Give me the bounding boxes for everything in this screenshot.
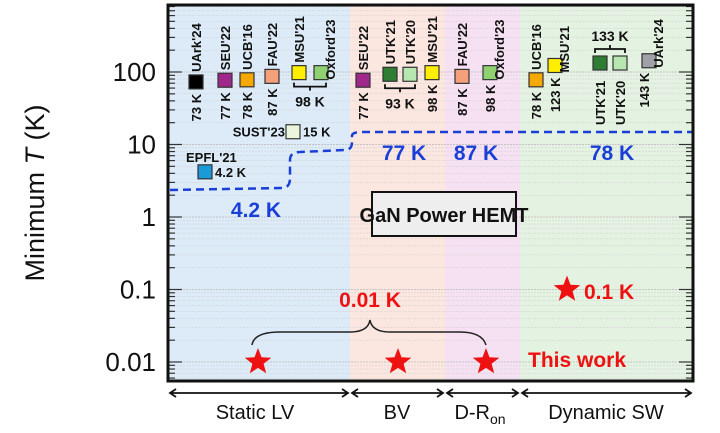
data-point [382, 66, 398, 82]
category-range-arrow [350, 388, 445, 398]
data-point [239, 72, 255, 88]
this-work-label: This work [528, 349, 626, 372]
category-range-arrow [520, 388, 693, 398]
point-name-label: MSU'21 [557, 26, 572, 72]
data-point [641, 53, 657, 69]
data-point [482, 65, 498, 81]
category-label: BV [384, 402, 411, 424]
point-name-label: UArk'24 [651, 18, 666, 67]
point-name-label: FAU'22 [455, 23, 470, 67]
point-value-label: 78 K [529, 91, 544, 119]
this-work-star [553, 275, 581, 301]
data-point [285, 124, 301, 140]
group-bracket [293, 82, 327, 91]
87-k-label: 87 K [454, 142, 498, 165]
this-work-star [472, 348, 500, 374]
point-name-label: SEU'22 [356, 26, 371, 70]
this-work-star [244, 348, 272, 374]
title-box [371, 191, 517, 237]
category-label: Static LV [216, 402, 295, 424]
data-point [424, 65, 440, 81]
data-point [264, 68, 280, 84]
data-point [547, 57, 563, 74]
group-value-label: 98 K [295, 94, 325, 110]
group-bracket [594, 45, 626, 54]
point-name-label: UTK'20 [403, 20, 418, 64]
y-tick-label: 100 [113, 57, 156, 87]
this-work-0.1k-label: 0.1 K [584, 281, 634, 304]
point-name-label: UCB'16 [529, 24, 544, 70]
y-axis-title: Minimum T (K) [20, 104, 50, 281]
data-point [355, 72, 371, 88]
category-range-arrow [445, 388, 520, 398]
point-name-label: EPFL'21 [186, 150, 237, 165]
data-point [217, 72, 233, 88]
point-name-label: UTK'21 [593, 81, 608, 125]
point-value-label: 77 K [356, 92, 371, 120]
this-work-star [384, 348, 412, 374]
data-point [454, 68, 470, 84]
point-name-label: FAU'22 [265, 23, 280, 67]
y-tick-label: 10 [127, 130, 156, 160]
point-name-label: Oxford'23 [323, 19, 338, 79]
chart-title: GaN Power HEMT [360, 205, 529, 227]
plot-frame [166, 3, 695, 383]
point-name-label: SEU'22 [218, 26, 233, 70]
data-point [402, 66, 418, 82]
y-tick-label: 0.1 [120, 275, 156, 305]
point-name-label: Oxford'23 [492, 19, 507, 79]
data-point [313, 65, 329, 81]
point-name-label: UCB'16 [240, 24, 255, 70]
4.2-k-label: 4.2 K [231, 199, 281, 222]
point-value-label: 87 K [265, 88, 280, 116]
category-range-arrow [168, 388, 350, 398]
point-name-label: MSU'21 [292, 16, 307, 62]
point-value-label: 98 K [425, 84, 440, 112]
best-prior-line [169, 130, 693, 192]
y-tick-label: 0.01 [105, 347, 156, 377]
group-value-label: 133 K [591, 28, 628, 44]
point-value-label: 4.2 K [215, 165, 247, 180]
point-value-label: 87 K [455, 88, 470, 116]
data-point [188, 74, 204, 90]
data-point [612, 55, 628, 71]
category-label: Dynamic SW [548, 402, 664, 424]
data-point [592, 55, 608, 71]
point-name-label: MSU'21 [425, 16, 440, 62]
category-label: D-R [454, 402, 490, 424]
y-tick-label: 1 [142, 202, 156, 232]
data-point [291, 65, 307, 81]
point-value-label: 77 K [218, 92, 233, 120]
point-value-label: 143 K [637, 72, 652, 107]
this-work-brace [251, 319, 487, 346]
x-category-static-lv: Static LV [216, 402, 295, 424]
point-value-label: 15 K [303, 125, 331, 140]
point-name-label: UTK'20 [613, 81, 628, 125]
group-value-label: 93 K [385, 95, 415, 111]
x-category-d-ron: D-Ron [454, 402, 505, 427]
point-value-label: 78 K [240, 91, 255, 119]
data-point [197, 164, 213, 180]
this-work-0.01k-label: 0.01 K [339, 289, 401, 312]
77-k-label: 77 K [382, 142, 426, 165]
data-point [528, 72, 544, 88]
point-value-label: 73 K [189, 93, 204, 121]
78-k-label: 78 K [590, 142, 634, 165]
category-label-subscript: on [490, 411, 506, 427]
point-name-label: UArk'24 [189, 23, 204, 72]
point-name-label: SUST'23 [233, 125, 285, 140]
x-category-bv: BV [384, 402, 411, 424]
point-name-label: UTK'21 [383, 20, 398, 64]
x-category-dynamic-sw: Dynamic SW [548, 402, 664, 424]
group-bracket [384, 84, 416, 93]
point-value-label: 98 K [483, 84, 498, 112]
point-value-label: 123 K [548, 77, 563, 112]
